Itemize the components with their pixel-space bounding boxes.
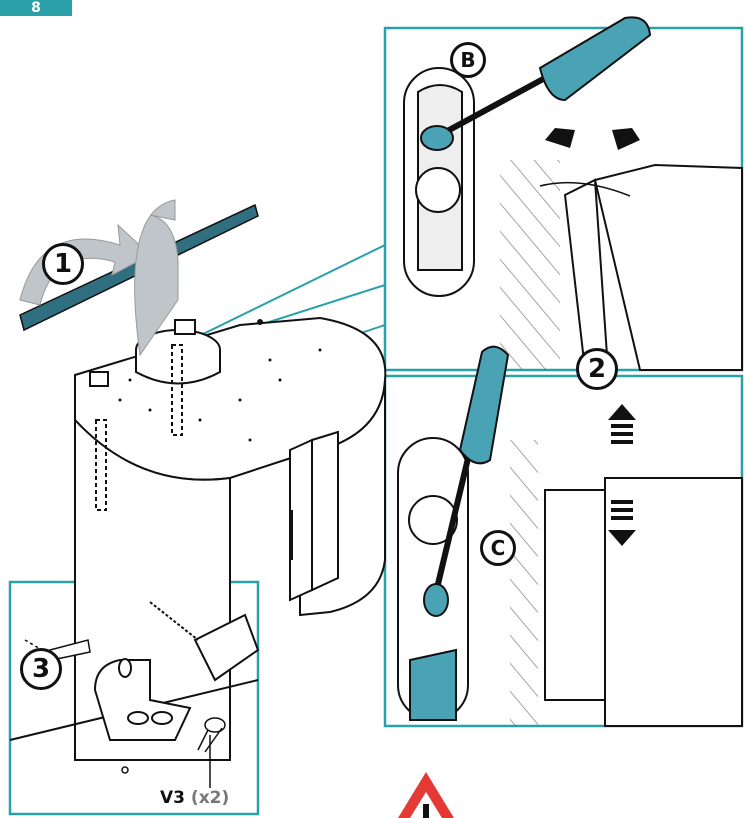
tilt-arrows — [539, 128, 640, 197]
callout-detail-c-text: C — [490, 536, 506, 560]
callout-detail-b-text: B — [460, 48, 476, 72]
screw-v3 — [197, 717, 226, 788]
wall-hatching — [500, 160, 560, 370]
step-number-badge: 8 — [0, 0, 72, 16]
screw-label: V3 (x2) — [160, 788, 229, 808]
screw-quantity: (x2) — [190, 788, 230, 808]
screw-code: V3 — [160, 788, 185, 808]
screwdriver-icon — [420, 16, 652, 151]
bracket-b — [403, 67, 475, 297]
step-number: 8 — [31, 0, 41, 16]
wall-hatching — [510, 440, 538, 726]
rotate-arrow-icon — [19, 199, 179, 357]
bracket-c — [397, 437, 469, 721]
up-arrow-icon — [608, 404, 636, 444]
callout-step-3-text: 3 — [31, 654, 51, 684]
screw-holes — [118, 319, 322, 442]
callout-step-1: 1 — [42, 243, 84, 285]
drill-icon — [149, 601, 260, 682]
wall-fixing-bracket — [9, 658, 259, 741]
down-arrow-icon — [608, 500, 636, 546]
screwdriver-icon — [423, 345, 510, 617]
callout-step-2: 2 — [576, 348, 618, 390]
callout-step-2-text: 2 — [587, 354, 607, 384]
callout-step-1-text: 1 — [53, 249, 73, 279]
warning-triangle-icon — [398, 772, 454, 818]
hood-side-c — [544, 477, 743, 727]
callout-detail-c: C — [480, 530, 516, 566]
hood-side-b — [563, 163, 743, 371]
callout-detail-b: B — [450, 42, 486, 78]
callout-step-3: 3 — [20, 648, 62, 690]
